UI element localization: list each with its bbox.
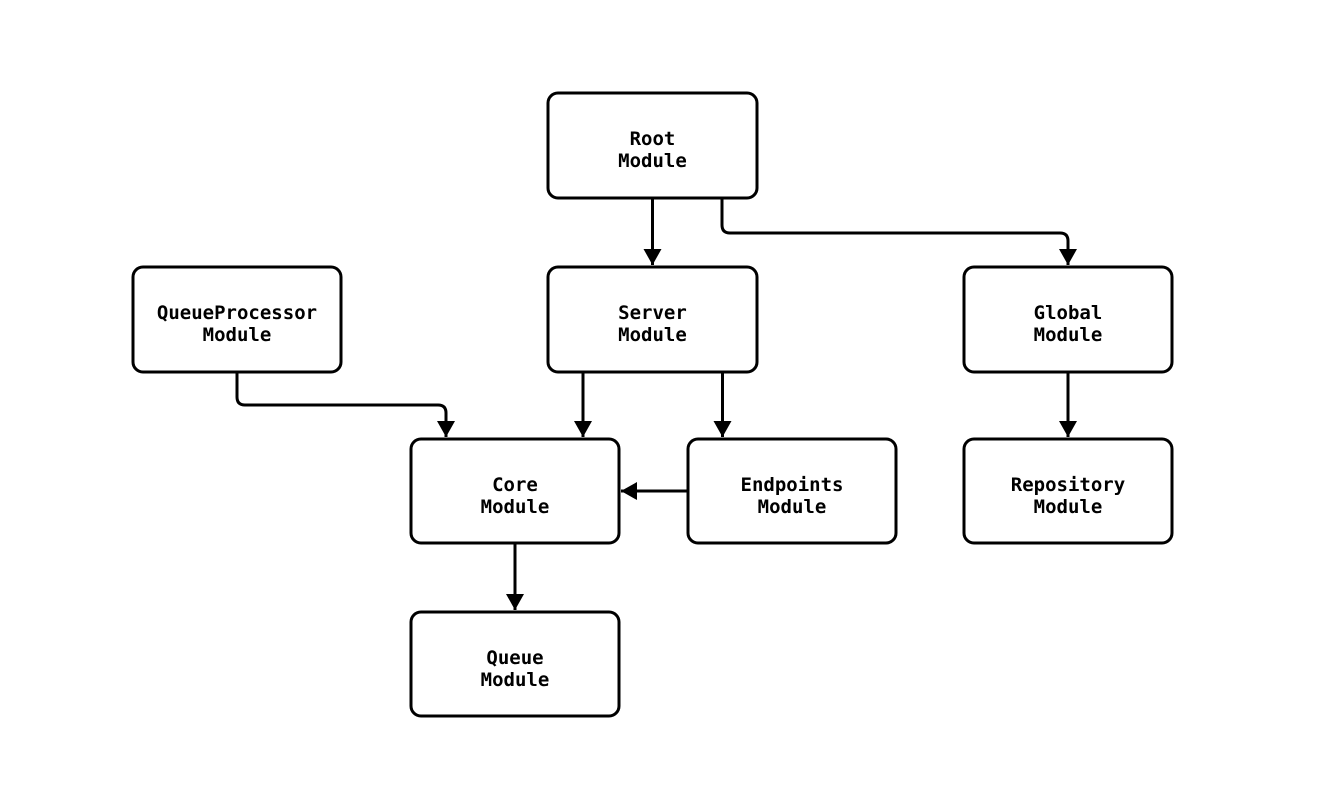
node-endpoints-label-line2: Module	[758, 496, 827, 518]
node-repository-module: Repository Module	[962, 437, 1174, 545]
node-repository-box	[962, 437, 1174, 545]
node-queueprocessor-box	[131, 265, 343, 374]
node-root-label-line2: Module	[618, 150, 687, 172]
node-server-module: Server Module	[546, 265, 759, 374]
node-repository-label-line2: Module	[1034, 496, 1103, 518]
edge-queueprocessor-to-core-arrow	[235, 372, 455, 437]
node-root-box	[546, 91, 759, 200]
node-server-label-line2: Module	[618, 324, 687, 346]
node-queue-module: Queue Module	[409, 610, 621, 718]
node-queue-box	[409, 610, 621, 718]
edge-root-to-global-arrow	[720, 198, 1077, 265]
node-endpoints-box	[686, 437, 898, 545]
node-queueprocessor-label-line1: QueueProcessor	[157, 302, 317, 324]
node-global-label-line2: Module	[1034, 324, 1103, 346]
node-global-box	[962, 265, 1174, 374]
node-queue-label-line2: Module	[481, 669, 550, 691]
node-core-label-line2: Module	[481, 496, 550, 518]
node-endpoints-module: Endpoints Module	[686, 437, 898, 545]
node-server-box	[546, 265, 759, 374]
node-queue-label-line1: Queue	[486, 647, 543, 669]
node-global-module: Global Module	[962, 265, 1174, 374]
node-server-label-line1: Server	[618, 302, 687, 324]
node-queueprocessor-module: QueueProcessor Module	[131, 265, 343, 374]
node-queueprocessor-label-line2: Module	[203, 324, 272, 346]
node-core-module: Core Module	[409, 437, 621, 545]
node-repository-label-line1: Repository	[1011, 474, 1125, 496]
node-endpoints-label-line1: Endpoints	[741, 474, 844, 496]
node-root-module: Root Module	[546, 91, 759, 200]
node-core-box	[409, 437, 621, 545]
edges	[235, 198, 1077, 610]
node-global-label-line1: Global	[1034, 302, 1103, 324]
node-root-label-line1: Root	[630, 128, 676, 150]
node-core-label-line1: Core	[492, 474, 538, 496]
